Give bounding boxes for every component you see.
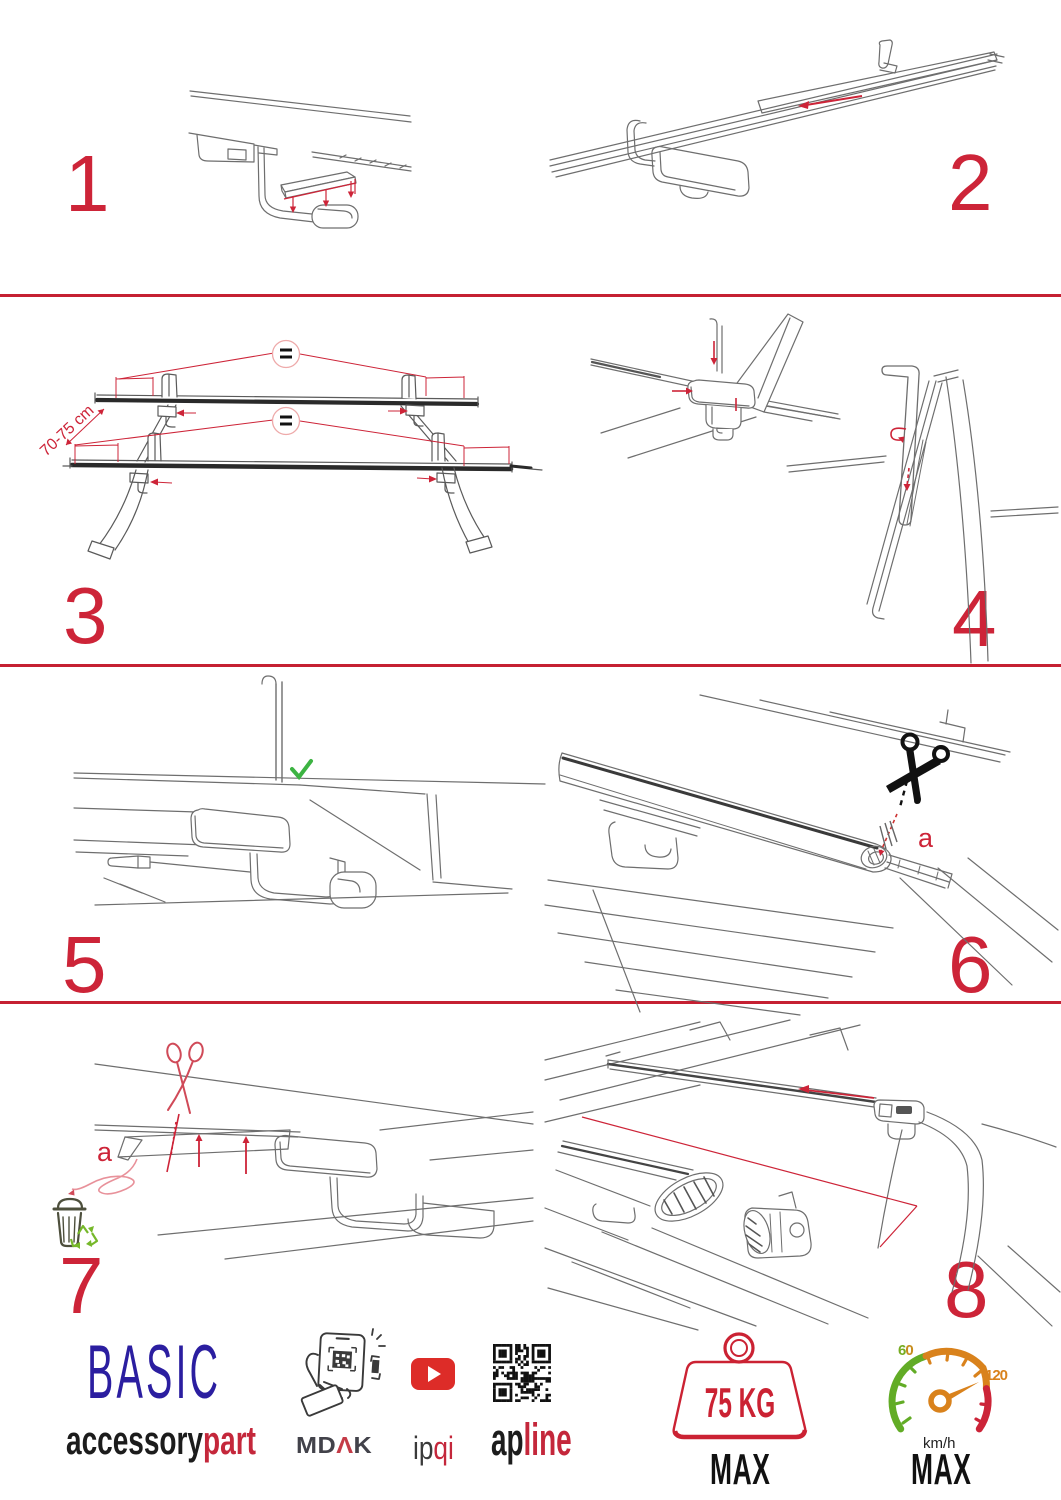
svg-text:75 KG: 75 KG: [705, 1380, 775, 1426]
svg-text:70-75 cm: 70-75 cm: [37, 402, 97, 460]
svg-text:120: 120: [985, 1367, 1008, 1384]
svg-text:km/h: km/h: [923, 1435, 956, 1452]
svg-text:60: 60: [898, 1342, 913, 1359]
